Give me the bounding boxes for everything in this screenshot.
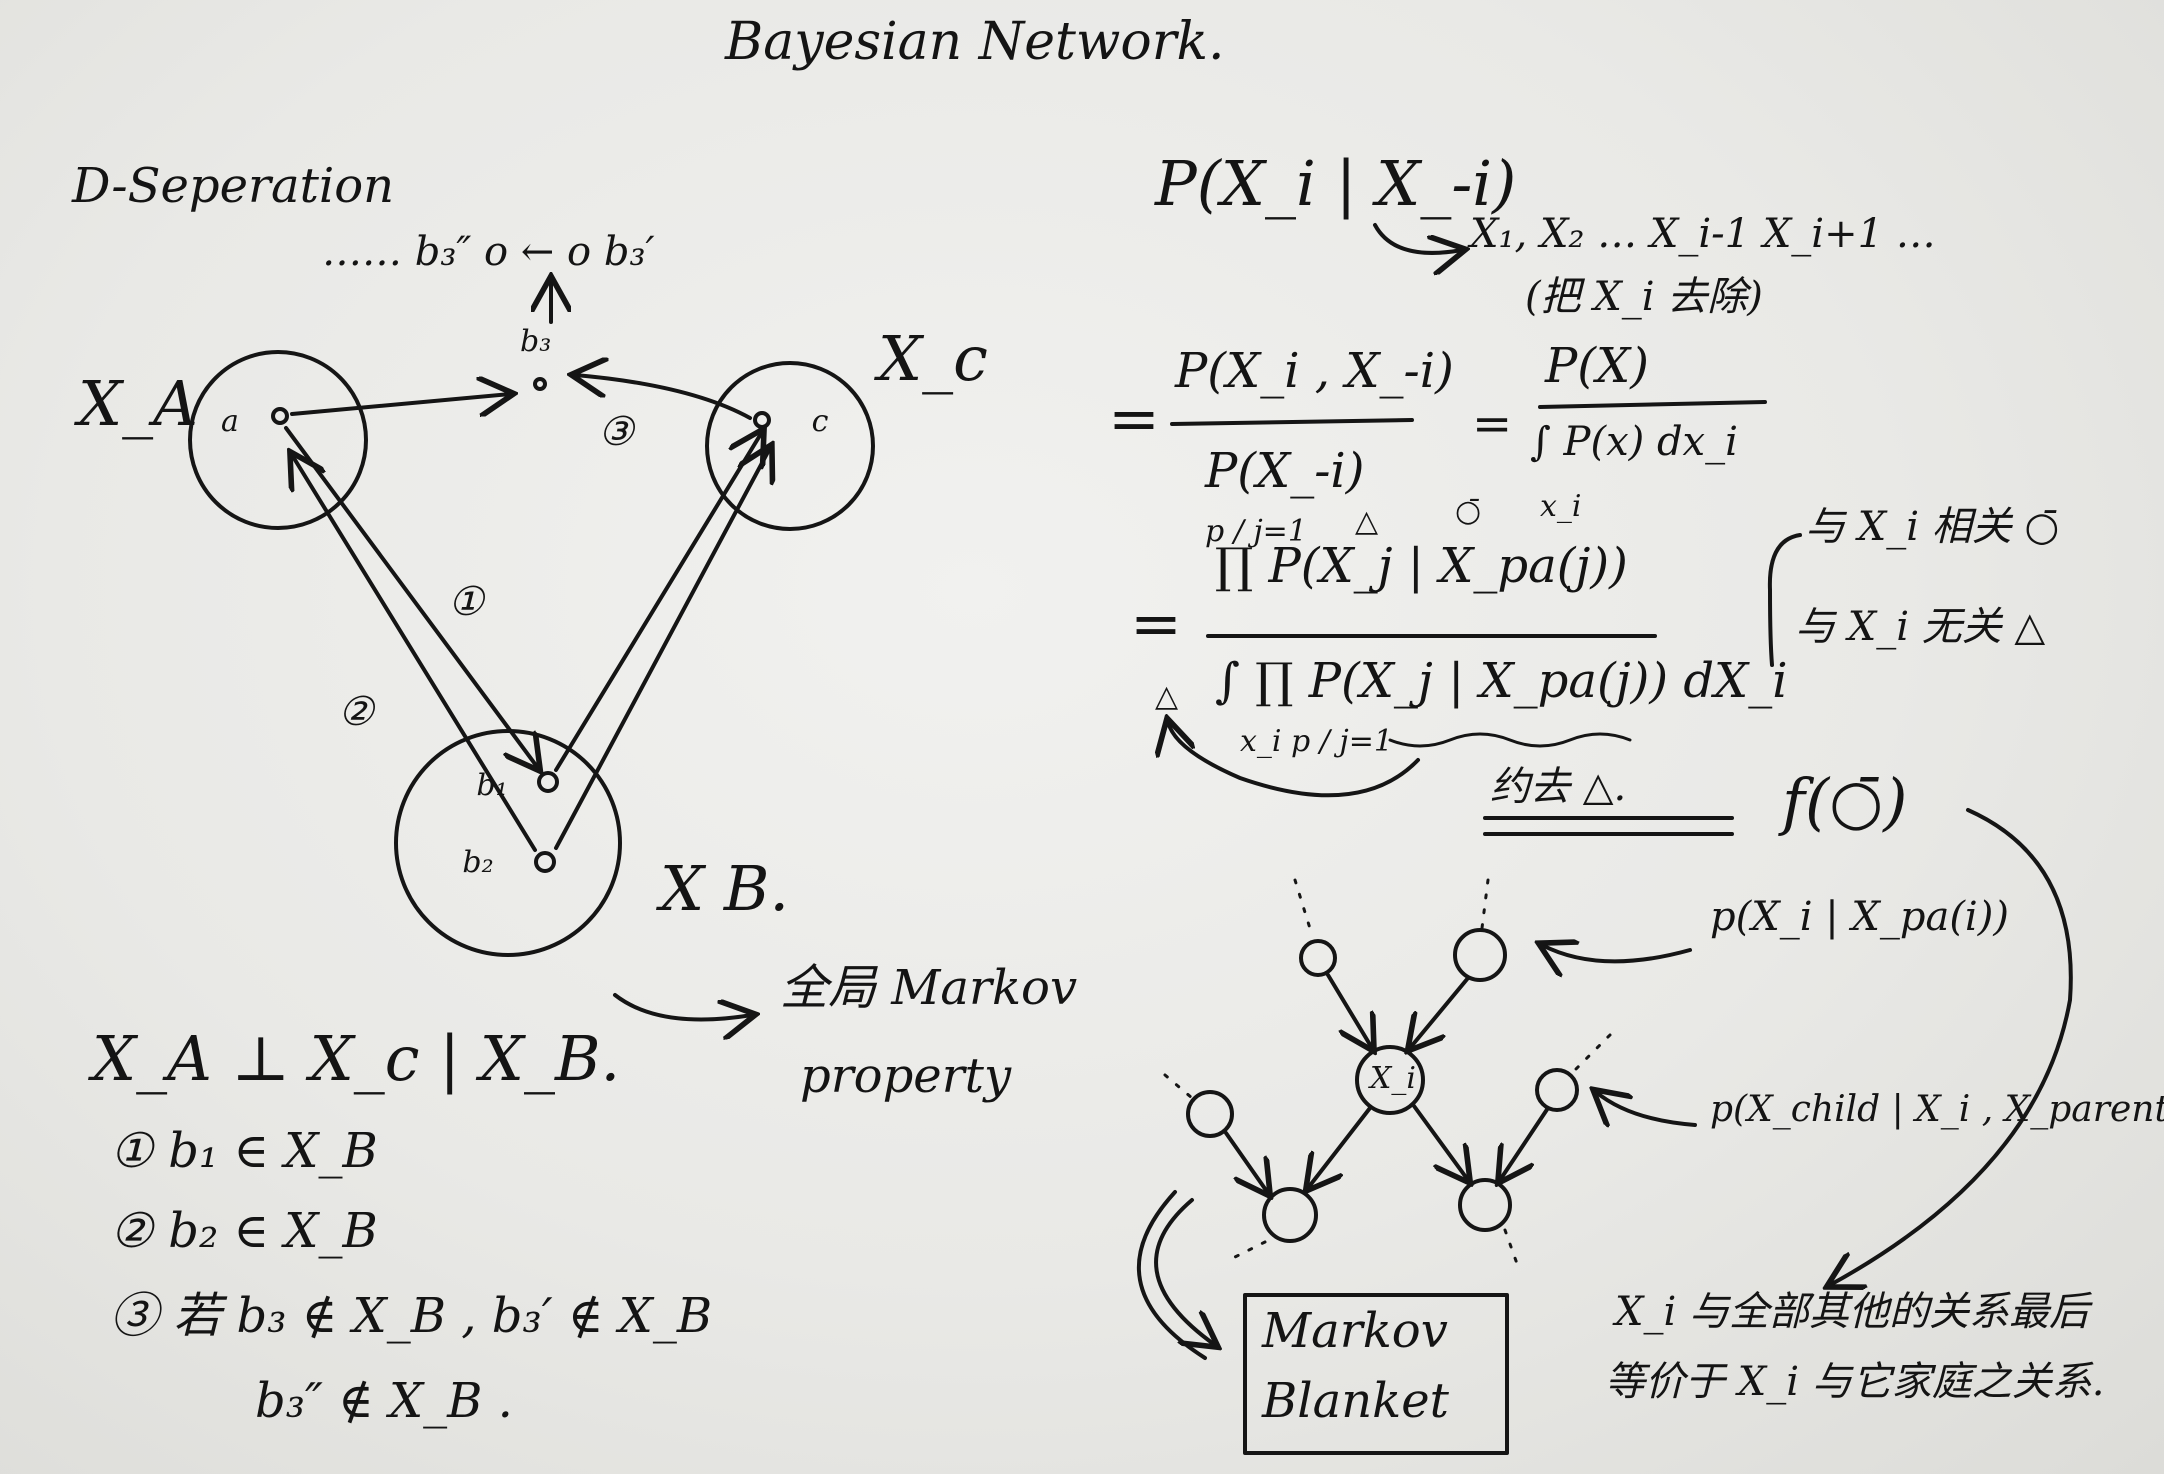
- formula-expansion: X₁, X₂ … X_i-1 X_i+1 …: [1470, 211, 1936, 257]
- page-title: Bayesian Network.: [725, 12, 1225, 72]
- mark-triangle-1: △: [1355, 504, 1379, 539]
- global-markov-line2: property: [800, 1048, 1012, 1104]
- node-b1: [537, 771, 559, 793]
- mb-dots-1: [1293, 878, 1314, 937]
- cancel-arrow: [1168, 722, 1420, 798]
- prod-denominator: ∫ ∏ P(X_j | X_pa(j)) dX_i: [1215, 653, 1788, 709]
- node-c: [753, 411, 771, 429]
- mb-coparent-left: [1186, 1090, 1234, 1138]
- condition-2: ② b₂ ∈ X_B: [110, 1203, 378, 1259]
- edge-a-to-b1: [284, 426, 538, 768]
- formula-note: (把 X_i 去除): [1525, 274, 1763, 320]
- path-marker-2: ②: [338, 689, 374, 735]
- frac2-denominator: ∫ P(x) dx_i: [1530, 419, 1738, 465]
- markov-blanket-line2: Blanket: [1262, 1373, 1449, 1429]
- arrow-to-conclusion: [1830, 808, 2073, 1285]
- independence-statement: X_A ⊥ X_c | X_B.: [92, 1022, 621, 1095]
- arrow-child-annotation: [1596, 1092, 1697, 1125]
- equals-3: =: [1130, 587, 1182, 660]
- edge-b2-to-a: [292, 455, 537, 852]
- node-b1-label: b₁: [476, 768, 508, 803]
- formula-result: f(○̄): [1782, 765, 1908, 838]
- arrow-parent-annotation: [1542, 945, 1692, 961]
- markov-blanket-box: [1243, 1293, 1509, 1455]
- set-xb-circle: [394, 729, 622, 957]
- global-markov-line1: 全局 Markov: [780, 960, 1078, 1016]
- prod-numerator: ∏ P(X_j | X_pa(j)): [1215, 538, 1628, 594]
- arrow-into-blanket: [1154, 1198, 1215, 1345]
- b3-chain-label: …… b₃″ o ← o b₃′: [322, 229, 655, 275]
- set-xa-label: X_A: [78, 367, 198, 440]
- frac1-denominator: P(X_-i): [1205, 443, 1365, 499]
- markov-blanket-line1: Markov: [1262, 1303, 1448, 1359]
- frac2-bar: [1538, 400, 1767, 409]
- mark-circle-1: ○̄: [1455, 494, 1482, 529]
- mb-parent-annotation: p(X_i | X_pa(i)): [1710, 894, 2009, 940]
- edge-a-to-b3: [290, 394, 510, 414]
- mb-edge-xi-cr: [1412, 1104, 1468, 1180]
- frac1-bar: [1170, 418, 1414, 426]
- mb-edge-cpr-cr: [1500, 1106, 1550, 1180]
- conclusion-line1: X_i 与全部其他的关系最后: [1615, 1289, 2089, 1335]
- edge-c-to-b3: [575, 375, 752, 420]
- frac2-subscript: x_i: [1540, 489, 1582, 524]
- condition-1: ① b₁ ∈ X_B: [110, 1123, 378, 1179]
- node-a: [271, 407, 289, 425]
- case-related: 与 X_i 相关 ○̄: [1805, 504, 2060, 550]
- condition-3-cont: b₃″ ∉ X_B .: [255, 1373, 513, 1429]
- wavy-underline: [1388, 732, 1632, 748]
- set-xa-circle: [188, 350, 368, 530]
- mb-edge-xi-cl: [1308, 1106, 1372, 1188]
- mb-child-right: [1458, 1178, 1512, 1232]
- mb-edge-pl-xi: [1326, 973, 1372, 1048]
- set-xb-label: X B.: [660, 852, 790, 925]
- b3-label: b₃: [520, 324, 552, 359]
- case-brace: [1767, 533, 1802, 667]
- cancel-note: 约去 △.: [1490, 764, 1627, 810]
- mb-node-xi: [1355, 1045, 1425, 1115]
- arrow-into-blanket-2: [1136, 1190, 1207, 1360]
- mb-dots-5: [1223, 1240, 1267, 1264]
- arrow-to-expansion: [1373, 223, 1462, 253]
- mb-edge-cpl-cl: [1224, 1131, 1268, 1193]
- dsep-heading: D-Seperation: [72, 158, 395, 214]
- mb-parent-right: [1453, 928, 1507, 982]
- mb-dots-4: [1573, 1033, 1612, 1072]
- arrow-to-global-markov: [613, 993, 752, 1020]
- node-c-label: c: [811, 404, 829, 439]
- frac1-numerator: P(X_i , X_-i): [1175, 343, 1454, 399]
- mb-center-label: X_i: [1370, 1061, 1416, 1096]
- mb-dots-6: [1503, 1228, 1522, 1274]
- node-a-label: a: [221, 404, 239, 439]
- edge-b1-to-c: [554, 432, 762, 772]
- prod-den-triangle: △: [1155, 679, 1179, 714]
- conclusion-line2: 等价于 X_i 与它家庭之关系.: [1605, 1359, 2105, 1405]
- formula-lhs: P(X_i | X_-i): [1155, 147, 1517, 220]
- condition-3: ③ 若 b₃ ∉ X_B , b₃′ ∉ X_B: [110, 1288, 713, 1344]
- prod-den-index: x_i p / j=1: [1240, 724, 1393, 759]
- mb-child-annotation: p(X_child | X_i , X_parent(child)): [1710, 1089, 2164, 1130]
- frac2-numerator: P(X): [1545, 338, 1649, 394]
- mb-child-left: [1262, 1187, 1318, 1243]
- node-b2: [534, 851, 556, 873]
- mb-coparent-right: [1535, 1068, 1579, 1112]
- mb-parent-left: [1299, 939, 1337, 977]
- path-marker-3: ③: [598, 409, 634, 455]
- case-unrelated: 与 X_i 无关 △: [1795, 604, 2046, 650]
- mb-edge-pr-xi: [1410, 976, 1470, 1048]
- path-marker-1: ①: [448, 579, 484, 625]
- node-b2-label: b₂: [462, 845, 494, 880]
- equals-1: =: [1108, 382, 1160, 455]
- node-b3: [533, 377, 547, 391]
- mb-dots-3: [1163, 1073, 1194, 1100]
- set-xc-circle: [705, 361, 875, 531]
- mb-dots-2: [1480, 878, 1490, 930]
- prod-num-index: p / j=1: [1205, 514, 1307, 549]
- equals-2: =: [1472, 396, 1513, 452]
- edge-b2-to-c: [554, 448, 770, 850]
- set-xc-label: X_c: [878, 322, 988, 395]
